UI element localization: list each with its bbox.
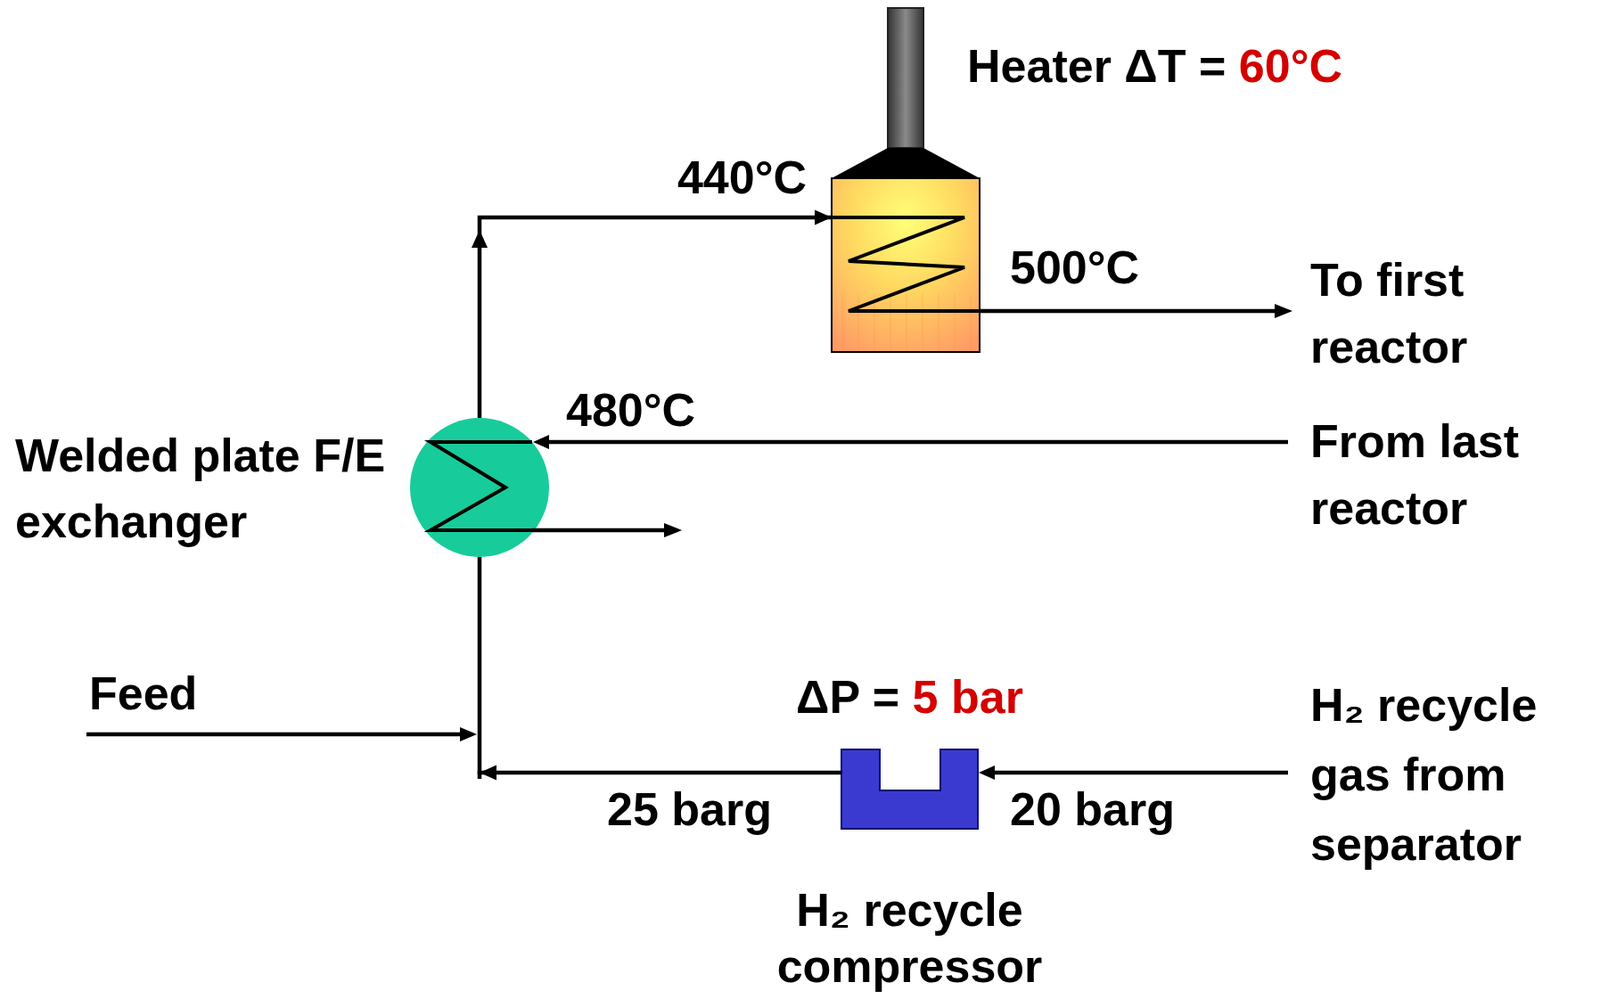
recycle-gas-line <box>992 771 1289 776</box>
flame-streak <box>970 294 972 350</box>
flame-streaks <box>842 294 971 350</box>
highlighted-value: 60°C <box>1238 38 1343 94</box>
arrowhead <box>479 765 497 781</box>
arrowhead <box>533 434 550 450</box>
stream-label: From last reactor <box>1310 408 1596 543</box>
feed-line <box>86 732 462 738</box>
flame-streak <box>858 294 860 350</box>
flame-streak <box>922 294 924 350</box>
heater-stack <box>887 8 924 148</box>
arrowhead <box>978 765 995 780</box>
fired-heater: Heater ΔT =60°C <box>831 8 980 353</box>
feed-effluent-exchanger: Welded plate F/E exchanger <box>410 418 550 558</box>
arrowhead <box>459 727 477 742</box>
effluent-outlet-line <box>532 528 666 534</box>
heater-firebox <box>831 178 980 353</box>
stream-label: H₂ recycle gas from separator <box>1310 670 1596 879</box>
highlighted-value: 5 bar <box>912 669 1024 725</box>
node-label: Welded plate F/E exchanger <box>15 423 408 556</box>
heater-coil <box>831 217 980 312</box>
flame-streak <box>938 294 940 350</box>
arrowhead <box>814 210 832 226</box>
heater-hood <box>831 147 980 179</box>
outlet-line <box>979 309 1277 314</box>
arrowhead <box>1274 303 1293 319</box>
stream-label: 20 barg <box>1009 781 1175 837</box>
text-group: Heater ΔT =60°C <box>967 38 1520 94</box>
compressor-symbol <box>841 749 978 829</box>
recycle-compressor: ΔP =5 barH₂ recycle compressor <box>841 749 978 829</box>
text-group: ΔP =5 bar <box>633 669 1187 725</box>
stream-label: Feed <box>89 665 197 722</box>
flow-connector-group <box>479 557 842 781</box>
effluent-line <box>545 440 1289 445</box>
stream-label: To first reactor <box>1310 246 1596 382</box>
node-label: Heater ΔT = <box>967 38 1226 94</box>
text-group: Welded plate F/E exchanger <box>15 423 408 556</box>
exchanger-circle <box>410 418 550 558</box>
node-label: ΔP = <box>795 669 900 725</box>
text-group: H₂ recycle compressor <box>722 882 1098 996</box>
node-label: H₂ recycle compressor <box>722 882 1098 996</box>
flame-streak <box>890 294 892 350</box>
arrowhead <box>664 523 682 538</box>
temperature-label: 440°C <box>677 149 807 206</box>
flame-streak <box>906 294 908 350</box>
stream-label: 25 barg <box>607 781 772 837</box>
stream-label: 500°C <box>1009 239 1140 296</box>
flame-streak <box>842 294 844 350</box>
flame-streak <box>954 294 956 350</box>
stream-label: 480°C <box>566 382 696 438</box>
flow-line <box>479 557 842 773</box>
exchanger-plates <box>430 442 533 531</box>
